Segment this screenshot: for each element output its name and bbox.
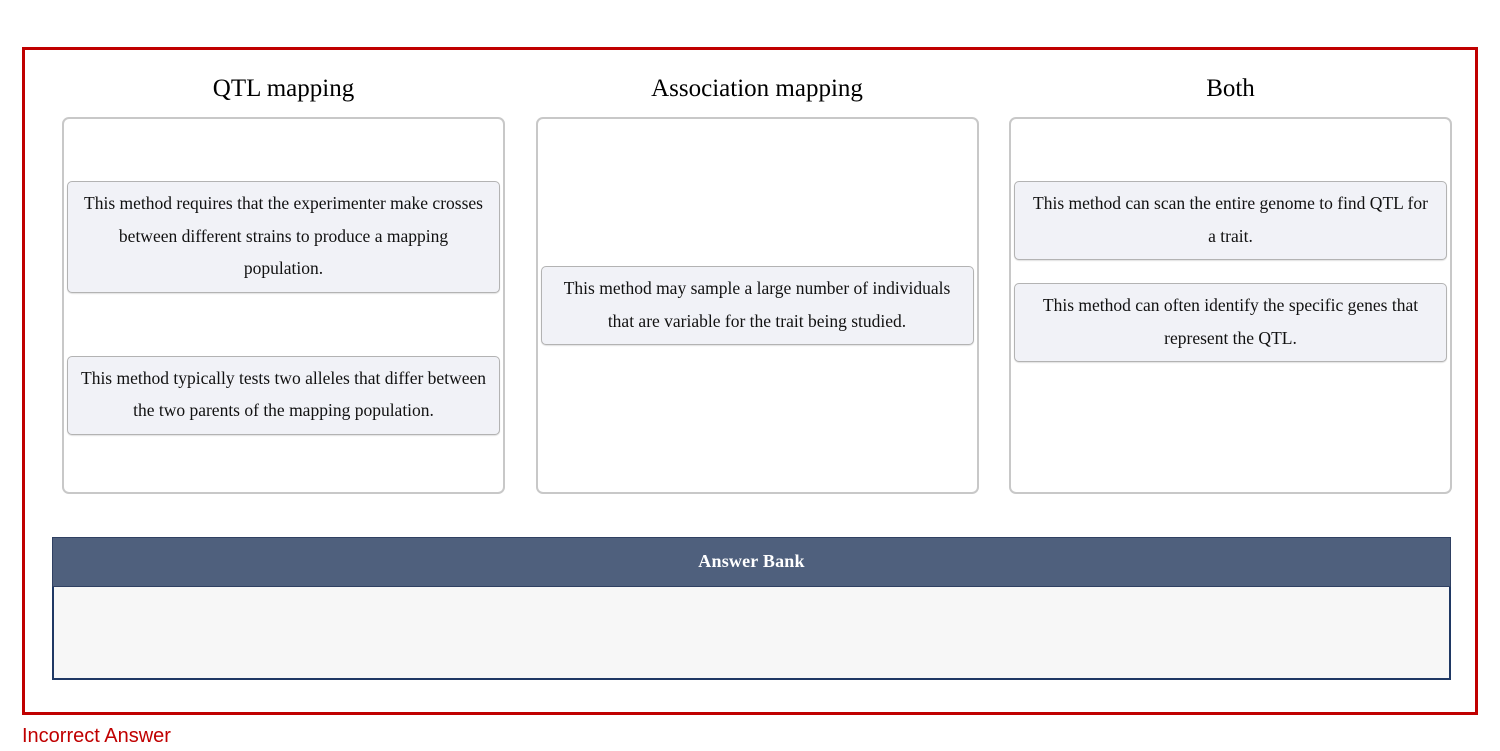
category-title-association-mapping: Association mapping — [651, 75, 863, 102]
answer-card[interactable]: This method typically tests two alleles … — [67, 355, 500, 435]
category-title-qtl-mapping: QTL mapping — [212, 75, 355, 102]
answer-bank: Answer Bank — [52, 537, 1451, 680]
question-frame: QTL mapping This method requires that th… — [22, 47, 1478, 715]
answer-card[interactable]: This method can scan the entire genome t… — [1014, 181, 1447, 260]
answer-card[interactable]: This method may sample a large number of… — [540, 266, 974, 345]
categories-row: QTL mapping This method requires that th… — [25, 50, 1475, 510]
category-title-both: Both — [1206, 75, 1255, 102]
dropzone-both[interactable]: This method can scan the entire genome t… — [1009, 117, 1452, 494]
category-column-both: Both This method can scan the entire gen… — [1009, 74, 1452, 510]
answer-card[interactable]: This method requires that the experiment… — [67, 181, 500, 293]
answer-card[interactable]: This method can often identify the speci… — [1014, 283, 1447, 362]
answer-bank-title: Answer Bank — [52, 537, 1451, 587]
category-column-qtl-mapping: QTL mapping This method requires that th… — [62, 74, 505, 510]
dropzone-qtl-mapping[interactable]: This method requires that the experiment… — [62, 117, 505, 494]
dropzone-association-mapping[interactable]: This method may sample a large number of… — [535, 117, 979, 494]
feedback-message: Incorrect Answer — [22, 725, 171, 747]
card-spacer — [65, 293, 502, 356]
answer-bank-dropzone[interactable] — [52, 587, 1451, 680]
card-spacer — [1012, 260, 1449, 283]
category-column-association-mapping: Association mapping This method may samp… — [535, 74, 979, 510]
